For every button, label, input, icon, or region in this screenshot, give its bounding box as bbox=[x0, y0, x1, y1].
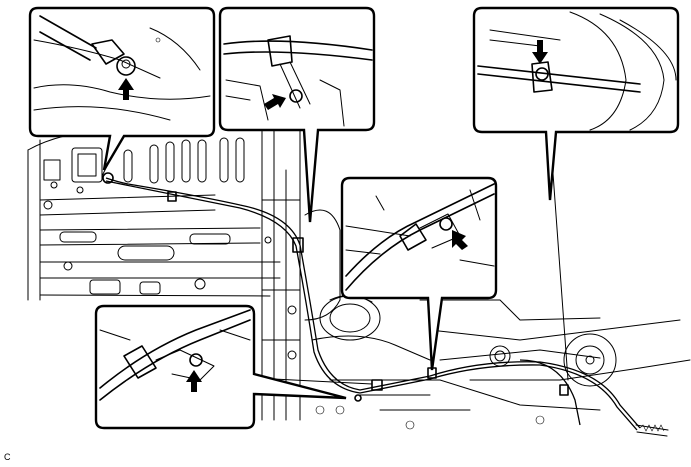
callout-top-right bbox=[472, 6, 680, 201]
figure-code: C bbox=[4, 452, 11, 462]
vehicle-underbody bbox=[27, 127, 691, 430]
arrow-icon bbox=[452, 230, 468, 250]
arrow-icon bbox=[118, 78, 134, 100]
callout-bottom-left bbox=[94, 304, 347, 430]
arrow-icon bbox=[264, 94, 286, 110]
parking-brake-cable bbox=[105, 177, 669, 437]
arrow-icon bbox=[532, 40, 548, 64]
callout-top-left bbox=[28, 6, 216, 171]
callout-top-center bbox=[218, 6, 376, 223]
callout-middle-right bbox=[340, 176, 498, 371]
floor-ribs bbox=[123, 137, 245, 184]
arrow-icon bbox=[186, 370, 202, 392]
